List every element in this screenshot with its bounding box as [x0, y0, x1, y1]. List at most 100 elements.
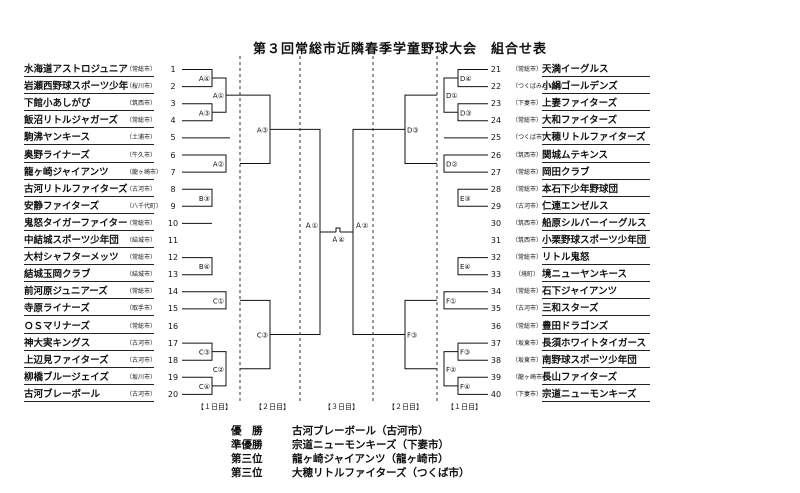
match-c1-r1 [182, 291, 227, 310]
team-underline [542, 383, 650, 385]
team-number: 12 [167, 253, 179, 263]
match-f1-r1 [443, 291, 488, 310]
team-underline [24, 229, 154, 231]
team-number: 11 [167, 236, 179, 245]
team-number: 20 [167, 389, 179, 399]
day-label-left-2: 【２日目】 [255, 403, 290, 411]
match-c3-q-label: C③ [257, 332, 268, 340]
team-number: 15 [167, 304, 179, 314]
team-city: （結城市） [126, 237, 157, 244]
team-number: 9 [170, 201, 176, 211]
team-name: 寺原ライナーズ [24, 303, 90, 315]
team-underline [24, 332, 154, 334]
team-name: 龍ヶ崎ジャイアンツ [24, 166, 109, 178]
match-f2-r1 [443, 351, 458, 387]
team-underline [24, 93, 154, 95]
day-label-right-2: 【２日目】 [388, 403, 423, 411]
team-number: 8 [170, 184, 176, 194]
team-city: （坂東市） [512, 356, 543, 364]
team-city: （八千代町） [126, 202, 163, 210]
match-e4 [457, 257, 488, 276]
team-city: （つくばみらい市） [512, 83, 567, 91]
match-f3-q-label: F③ [407, 332, 417, 340]
match-d1-r1 [443, 77, 458, 113]
match-f1-label: F① [446, 297, 456, 305]
team-name: 岡田クラブ [542, 166, 590, 178]
page-title: 第３回常総市近隣春季学童野球大会 組合せ表 [252, 42, 547, 57]
team-underline [24, 400, 154, 402]
team-underline [542, 298, 650, 300]
match-f4-label: F④ [460, 383, 470, 391]
match-semi-right [352, 128, 373, 336]
team-underline [542, 366, 650, 368]
team-city: （古河市） [126, 185, 157, 193]
team-underline [542, 229, 650, 231]
team-number: 4 [170, 116, 176, 126]
team-underline [24, 281, 154, 283]
team-number: 26 [490, 150, 502, 160]
team-underline [24, 383, 154, 385]
match-d2-label: D② [446, 161, 458, 169]
team-name: 神大実キングス [24, 337, 91, 349]
team-underline [542, 281, 650, 283]
team-underline [542, 349, 650, 351]
team-name: 天満イーグルス [542, 64, 609, 75]
team-city: （結城市） [126, 271, 157, 279]
quarter-outs [270, 128, 300, 336]
team-city: （下妻市） [512, 390, 543, 398]
team-city: （龍ヶ崎市） [126, 168, 163, 176]
team-underline [542, 400, 650, 402]
match-b4 [182, 257, 213, 276]
team-underline [542, 247, 650, 248]
result-label-third-1: 第三位 [231, 453, 263, 465]
team-underline [542, 195, 650, 197]
day-label-right-1: 【１日目】 [447, 403, 482, 411]
result-value-third-1: 龍ヶ崎ジャイアンツ（龍ヶ崎市） [292, 453, 449, 465]
team-name: 三和スターズ [542, 303, 599, 315]
team-name: 古河ブレーボール [24, 388, 101, 400]
team-name: 中結城スポーツ少年団 [24, 235, 119, 246]
match-c3-label: C③ [199, 349, 210, 357]
team-number: 40 [490, 389, 502, 399]
match-b3 [182, 188, 213, 207]
team-underline [24, 315, 154, 317]
team-number: 35 [490, 304, 502, 314]
match-a3-label: A③ [199, 109, 210, 117]
team-city: （常総市） [512, 254, 543, 262]
day-label-left-1: 【１日目】 [197, 403, 232, 411]
team-number: 13 [167, 270, 179, 280]
team-number: 23 [490, 99, 502, 109]
match-a3-q-label: A③ [257, 126, 268, 134]
match-semi-left [300, 128, 321, 336]
final-match [335, 227, 341, 232]
match-c2-r1 [212, 351, 227, 387]
team-city: （筑西市） [512, 219, 543, 227]
team-name: 上辺見ファイターズ [24, 354, 109, 366]
team-number: 31 [490, 236, 502, 245]
team-name: 仁連エンゼルス [542, 200, 609, 212]
team-city: （常総市） [126, 322, 157, 330]
team-city: （桜川市） [126, 83, 157, 91]
team-name: 豊田ドラゴンズ [542, 320, 609, 332]
team-name: 古河リトルファイターズ [24, 183, 128, 195]
team-underline [542, 144, 650, 146]
team-city: （つくば市） [512, 134, 549, 142]
match-a1-label: A① [213, 92, 224, 100]
team-city: （古河市） [512, 202, 543, 210]
team-underline [542, 212, 650, 214]
team-underline [542, 127, 650, 129]
match-e3 [457, 188, 488, 207]
team-number: 7 [170, 167, 176, 177]
team-city: （常総市） [512, 322, 543, 330]
team-city: （常総市） [512, 168, 543, 176]
result-label-third-2: 第三位 [231, 467, 263, 479]
team-number: 5 [170, 133, 176, 143]
team-underline [24, 161, 154, 163]
team-underline [542, 264, 650, 266]
team-number: 27 [490, 167, 502, 177]
team-name: 水海道アストロジュニア [24, 64, 128, 75]
team-number: 16 [167, 321, 179, 331]
team-name: 奥野ライナーズ [24, 149, 90, 161]
team-name: 小絹ゴールデンズ [542, 81, 618, 93]
team-number: 28 [490, 184, 502, 194]
